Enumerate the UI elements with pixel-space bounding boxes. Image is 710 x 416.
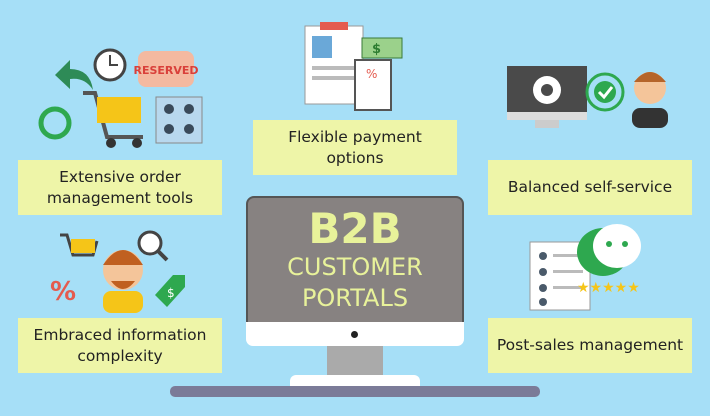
feature-label: Embraced information complexity bbox=[33, 325, 207, 365]
svg-text:$: $ bbox=[167, 286, 175, 300]
feature-label: Extensive order management tools bbox=[46, 167, 194, 207]
percent-badge: % bbox=[50, 277, 76, 307]
title-portals: PORTALS bbox=[301, 284, 409, 312]
reserved-badge: RESERVED bbox=[133, 64, 198, 77]
feature-label: Balanced self-service bbox=[507, 178, 673, 196]
feature-order-management: Extensive order management tools bbox=[18, 160, 222, 215]
order-management-icons: RESERVED bbox=[38, 48, 203, 148]
title-customer: CUSTOMER bbox=[287, 253, 423, 281]
feature-label: Flexible payment options bbox=[288, 127, 422, 167]
desk-shelf bbox=[170, 386, 540, 397]
svg-text:$: $ bbox=[372, 42, 381, 57]
reviews-chat-icon: ★★★★★ bbox=[529, 224, 641, 311]
monitor-screen: B2B CUSTOMER PORTALS bbox=[246, 196, 464, 322]
feature-self-service: Balanced self-service bbox=[488, 160, 692, 215]
feature-label: Post-sales management bbox=[496, 336, 684, 354]
invoice-payment-icon: % $ bbox=[304, 22, 403, 111]
monitor-stand bbox=[327, 346, 383, 376]
person-search-icon: % $ bbox=[50, 230, 185, 313]
feature-payment-options: Flexible payment options bbox=[253, 120, 457, 175]
svg-text:%: % bbox=[366, 67, 377, 81]
self-service-icon bbox=[507, 66, 668, 128]
svg-text:★★★★★: ★★★★★ bbox=[577, 280, 640, 296]
monitor-camera bbox=[351, 331, 358, 338]
feature-information-complexity: Embraced information complexity bbox=[18, 318, 222, 373]
title-b2b: B2B bbox=[308, 204, 402, 253]
feature-post-sales: Post-sales management bbox=[488, 318, 692, 373]
monitor-base bbox=[290, 375, 420, 387]
